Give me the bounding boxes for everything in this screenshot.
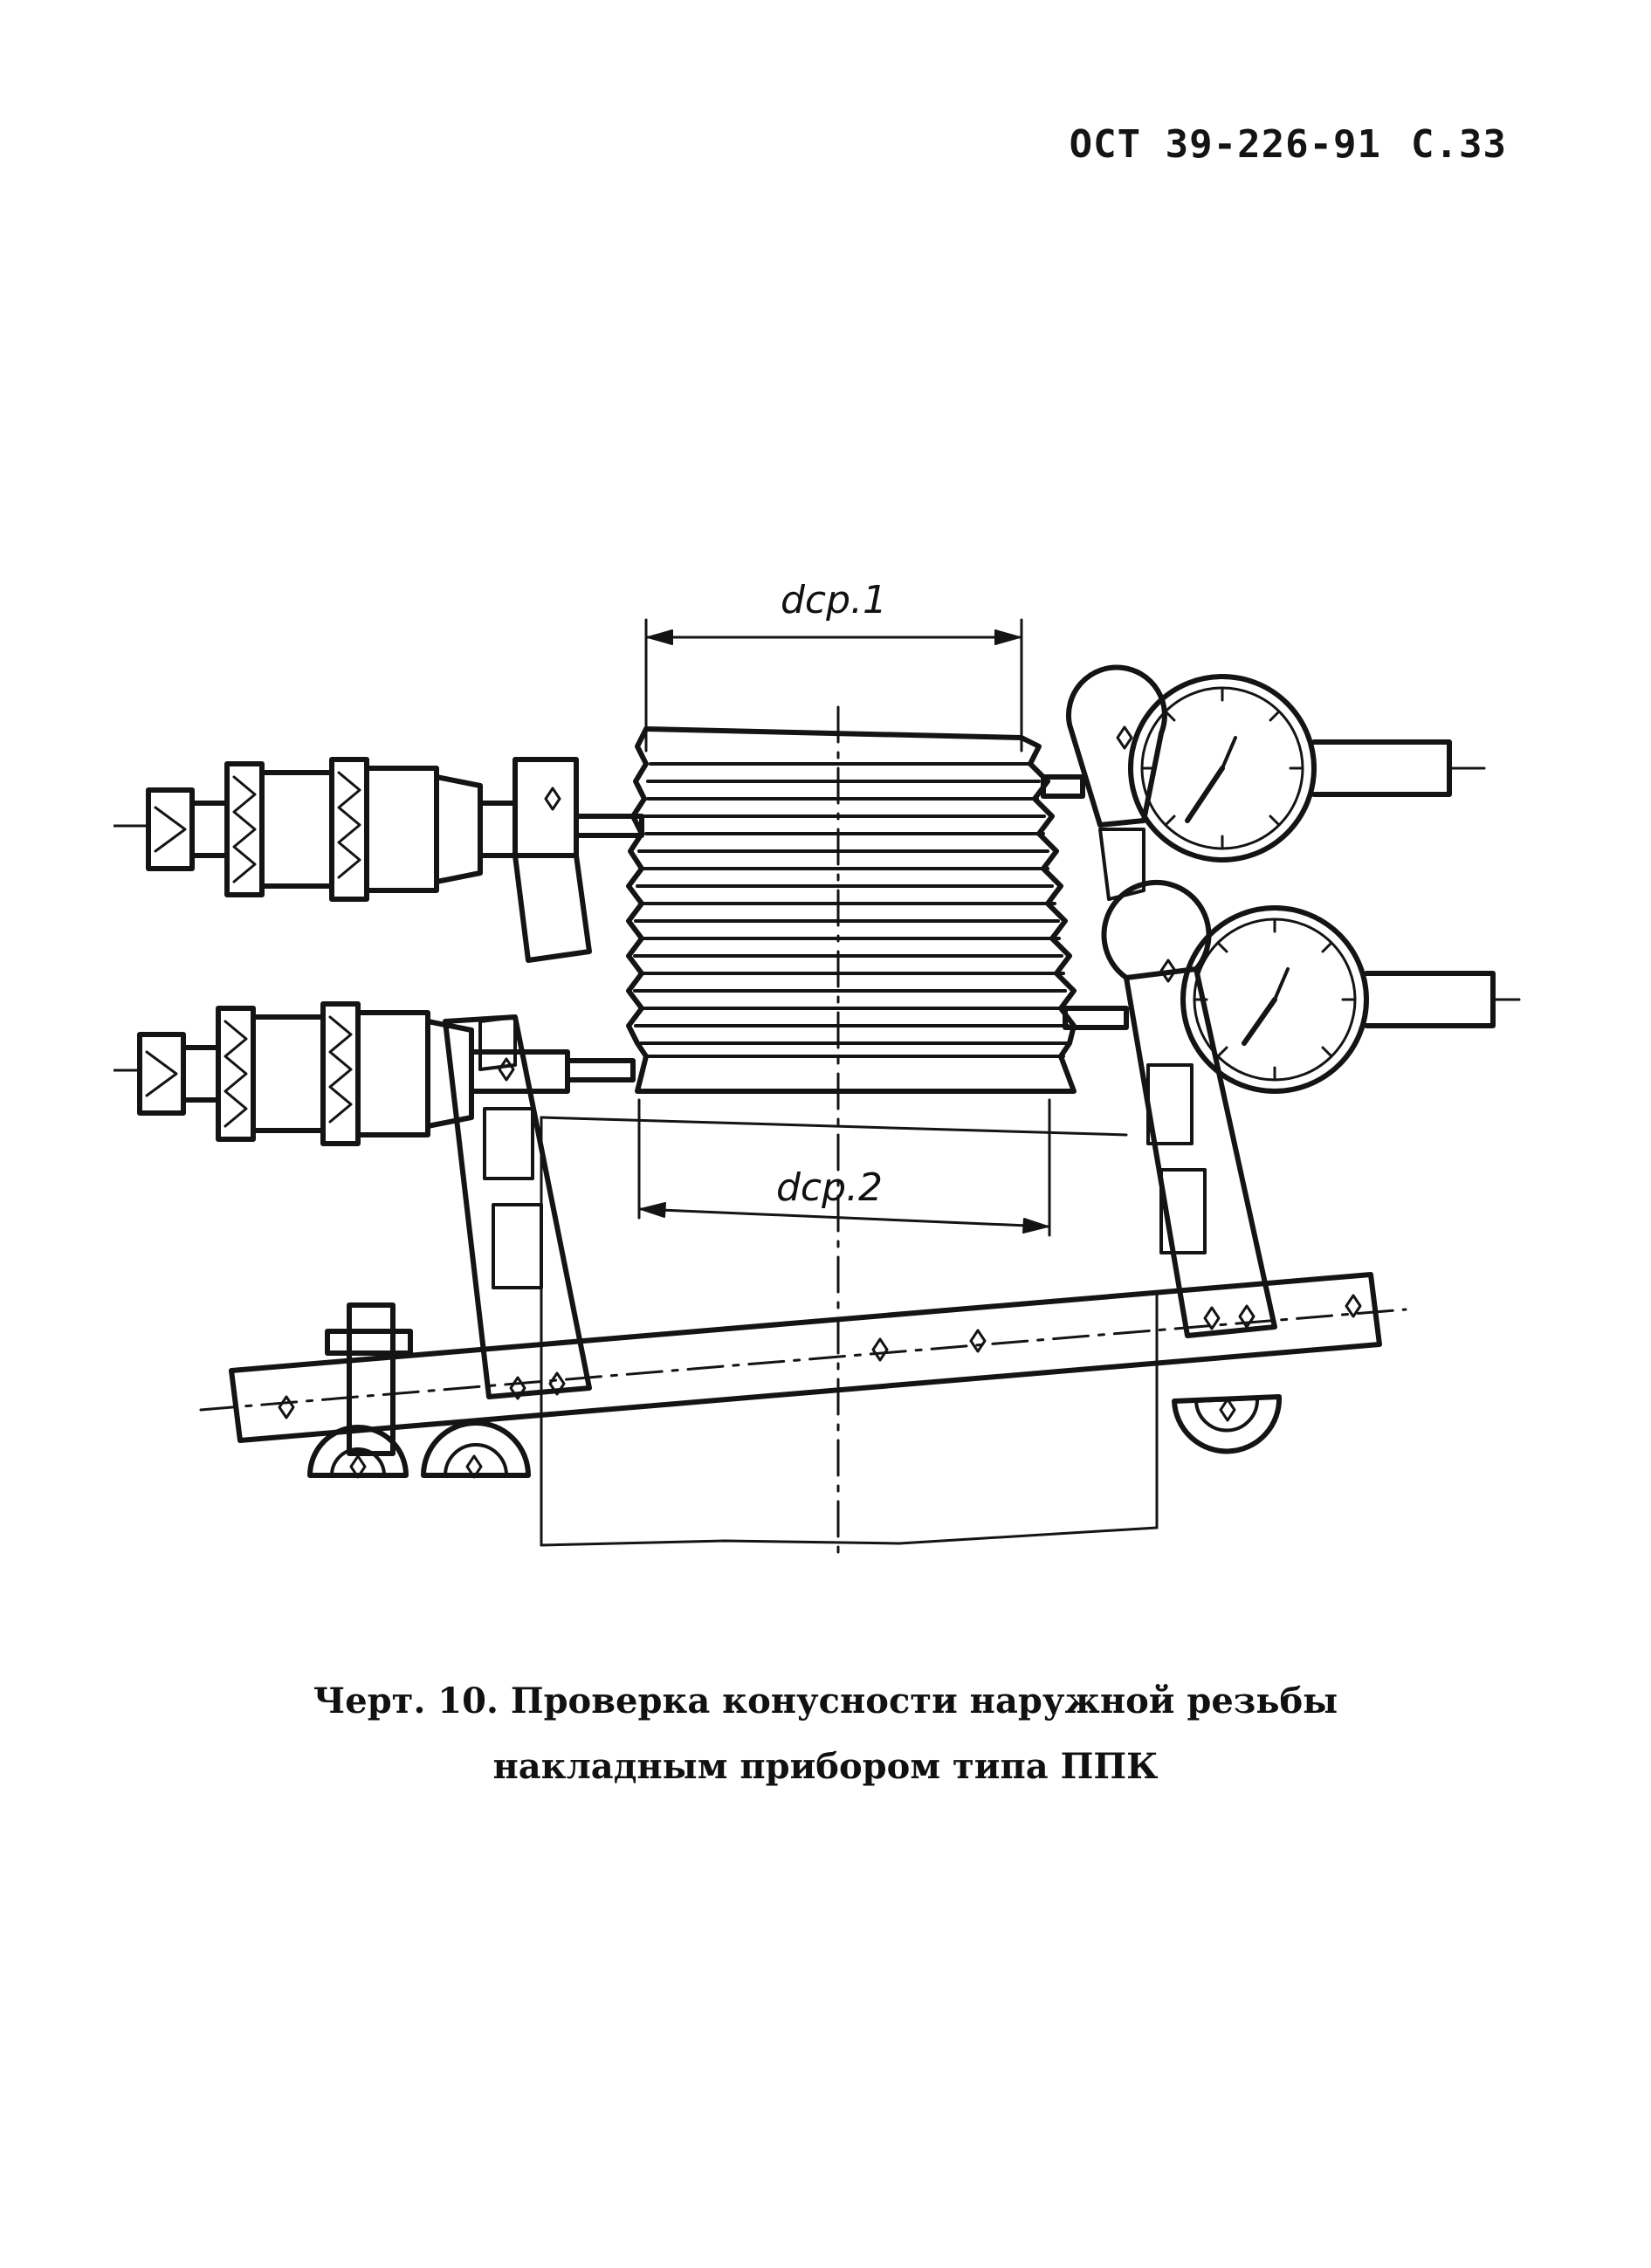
- right-arm: [1124, 959, 1277, 1338]
- dimension-label-top: dср.1: [781, 578, 887, 622]
- page-number: С.33: [1411, 122, 1507, 167]
- lower-dial-indicator: [1063, 879, 1521, 1094]
- upper-dial-indicator: [1128, 674, 1486, 863]
- document-code: ОСТ 39-226-91: [1069, 122, 1382, 167]
- dimension-top: [644, 618, 1023, 753]
- lower-micrometer: [114, 1001, 636, 1146]
- reference-block: [540, 1116, 1159, 1547]
- technical-drawing: dср.1 dср.2: [114, 578, 1521, 1564]
- upper-bracket: [1041, 664, 1167, 901]
- page-header: ОСТ 39-226-91 С.33: [1070, 122, 1507, 167]
- figure-caption-line-2: накладным прибором типа ППК: [492, 1746, 1159, 1787]
- dimension-bottom: [637, 1098, 1051, 1237]
- threaded-pipe: [626, 705, 1077, 1564]
- figure-caption-line-1: Черт. 10. Проверка конусности наружной р…: [313, 1680, 1338, 1722]
- left-clamp: [307, 1302, 413, 1479]
- left-roller: [421, 1420, 531, 1479]
- upper-micrometer: [114, 757, 644, 963]
- dimension-label-bottom: dср.2: [776, 1165, 883, 1210]
- right-roller: [1172, 1394, 1283, 1454]
- base-rail: [199, 1272, 1407, 1443]
